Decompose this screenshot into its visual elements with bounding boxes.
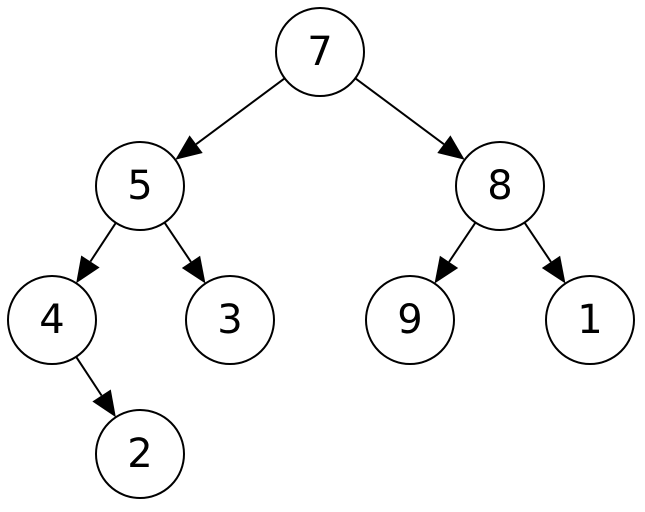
node-circle: [95, 409, 185, 499]
node-label: 7: [307, 29, 332, 75]
tree-node-8: 8: [455, 141, 545, 231]
edge-line: [89, 222, 117, 263]
node-circle: [95, 141, 185, 231]
edges-layer: [75, 77, 566, 418]
node-circle: [455, 141, 545, 231]
edge-line: [195, 77, 286, 146]
edge-line: [163, 221, 192, 263]
tree-node-7: 7: [275, 7, 365, 97]
edge-n7-n8: [354, 77, 465, 160]
node-circle: [365, 275, 455, 365]
node-label: 9: [397, 297, 422, 343]
edge-n7-n5: [175, 77, 286, 160]
node-label: 2: [127, 431, 152, 477]
arrowhead: [541, 255, 566, 284]
node-label: 3: [217, 297, 242, 343]
tree-node-5: 5: [95, 141, 185, 231]
node-label: 4: [39, 297, 64, 343]
edge-n5-n3: [163, 221, 206, 284]
arrowhead: [437, 135, 465, 160]
edge-n4-n2: [75, 356, 116, 418]
edge-line: [75, 356, 103, 397]
node-circle: [7, 275, 97, 365]
tree-node-4: 4: [7, 275, 97, 365]
arrowhead: [76, 255, 100, 284]
node-label: 8: [487, 163, 512, 209]
arrowhead: [181, 255, 206, 284]
tree-node-2: 2: [95, 409, 185, 499]
arrowhead: [92, 389, 116, 418]
edge-n8-n1: [523, 221, 566, 284]
tree-node-1: 1: [545, 275, 635, 365]
tree-node-3: 3: [185, 275, 275, 365]
arrowhead: [434, 255, 459, 284]
node-circle: [545, 275, 635, 365]
tree-node-9: 9: [365, 275, 455, 365]
edge-line: [448, 221, 477, 263]
edge-line: [354, 77, 445, 146]
node-label: 1: [577, 297, 602, 343]
node-circle: [275, 7, 365, 97]
edge-n8-n9: [434, 221, 477, 284]
node-circle: [185, 275, 275, 365]
edge-n5-n4: [76, 222, 117, 284]
edge-line: [523, 221, 552, 263]
arrowhead: [175, 135, 203, 160]
node-label: 5: [127, 163, 152, 209]
nodes-layer: 7 5 8 4 3 9 1 2: [7, 7, 635, 499]
